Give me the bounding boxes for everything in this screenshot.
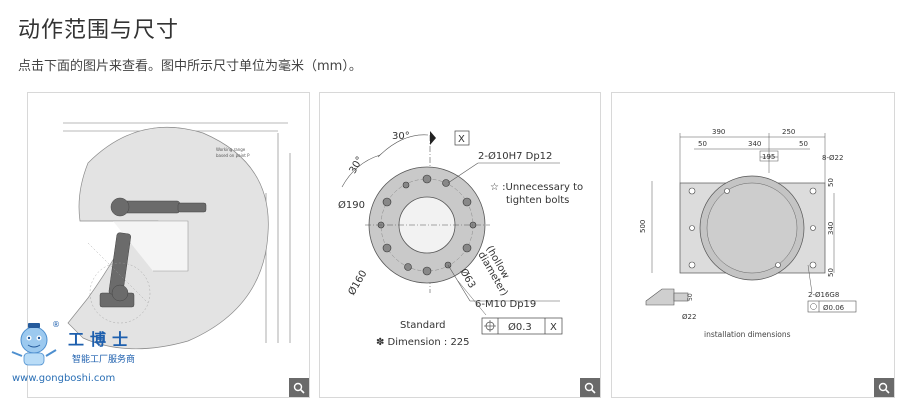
- brand-name: 工博士: [68, 330, 135, 349]
- zoom-button[interactable]: [289, 378, 309, 397]
- hole-spec-label: 2-Ø10H7 Dp12: [478, 150, 552, 162]
- outer-diameter-label: Ø190: [338, 199, 365, 211]
- pin-detail: [645, 288, 675, 306]
- dim-195: 195: [762, 153, 775, 161]
- robot-arm: [99, 197, 207, 308]
- tolerance-datum-label: X: [550, 322, 557, 333]
- dim-22: Ø22: [682, 313, 696, 321]
- flange-diagram: X 30° 30°: [338, 130, 583, 348]
- zoom-button[interactable]: [874, 378, 894, 397]
- dim-250: 250: [782, 128, 795, 136]
- page-title: 动作范围与尺寸: [18, 18, 180, 43]
- note-line-2: tighten bolts: [506, 195, 569, 206]
- angle-label-2: 30°: [348, 155, 366, 176]
- pin-spec-label: 2-Ø16G8: [808, 291, 839, 299]
- standard-dimension-label: ✽ Dimension : 225: [376, 337, 470, 348]
- tolerance-value-label: Ø0.3: [508, 321, 532, 333]
- magnifier-icon: [584, 382, 596, 394]
- svg-text:50: 50: [687, 293, 694, 301]
- magnifier-icon: [878, 382, 890, 394]
- standard-label: Standard: [400, 320, 446, 331]
- watermark: ® 工博士 智能工厂服务商 www.gongboshi.com: [8, 320, 158, 390]
- figure-card-motion-range[interactable]: Working range based on point P: [27, 92, 310, 398]
- motion-range-diagram: Working range based on point P: [63, 122, 291, 350]
- zoom-button[interactable]: [580, 378, 600, 397]
- dim-50b: 50: [799, 140, 808, 148]
- installation-caption: installation dimensions: [704, 330, 791, 339]
- pin-tolerance-label: Ø0.06: [823, 304, 845, 312]
- dim-500: 500: [639, 220, 647, 233]
- dim-340v: 340: [827, 222, 835, 235]
- hollow-diameter-label: Ø63: [457, 267, 478, 291]
- magnifier-icon: [293, 382, 305, 394]
- registered-mark: ®: [52, 320, 60, 329]
- installation-diagram: 390 250 50 340 50 195 8-Ø22 500 390 340 …: [639, 128, 857, 339]
- inner-diameter-label: Ø160: [346, 268, 370, 297]
- dim-50w: 50: [827, 268, 835, 277]
- brand-subtitle: 智能工厂服务商: [72, 355, 136, 365]
- range-label-2: based on point P: [216, 153, 250, 158]
- note-line-1: ☆ :Unnecessary to: [490, 182, 583, 193]
- figure-card-installation[interactable]: 390 250 50 340 50 195 8-Ø22 500 390 340 …: [611, 92, 895, 398]
- angle-label-1: 30°: [392, 131, 410, 142]
- hole-spec-8: 8-Ø22: [822, 154, 843, 162]
- dim-340: 340: [748, 140, 761, 148]
- robot-mascot-icon: [11, 323, 57, 366]
- dim-50v: 50: [827, 178, 835, 187]
- figure-card-flange[interactable]: X 30° 30°: [319, 92, 601, 398]
- dim-390: 390: [712, 128, 725, 136]
- bolt-spec-label: 6-M10 Dp19: [475, 299, 536, 310]
- range-label-1: Working range: [216, 147, 246, 152]
- dim-50a: 50: [698, 140, 707, 148]
- datum-label: X: [458, 134, 465, 145]
- brand-url: www.gongboshi.com: [12, 373, 116, 384]
- page-description: 点击下面的图片来查看。图中所示尺寸单位为毫米（mm）。: [18, 59, 362, 74]
